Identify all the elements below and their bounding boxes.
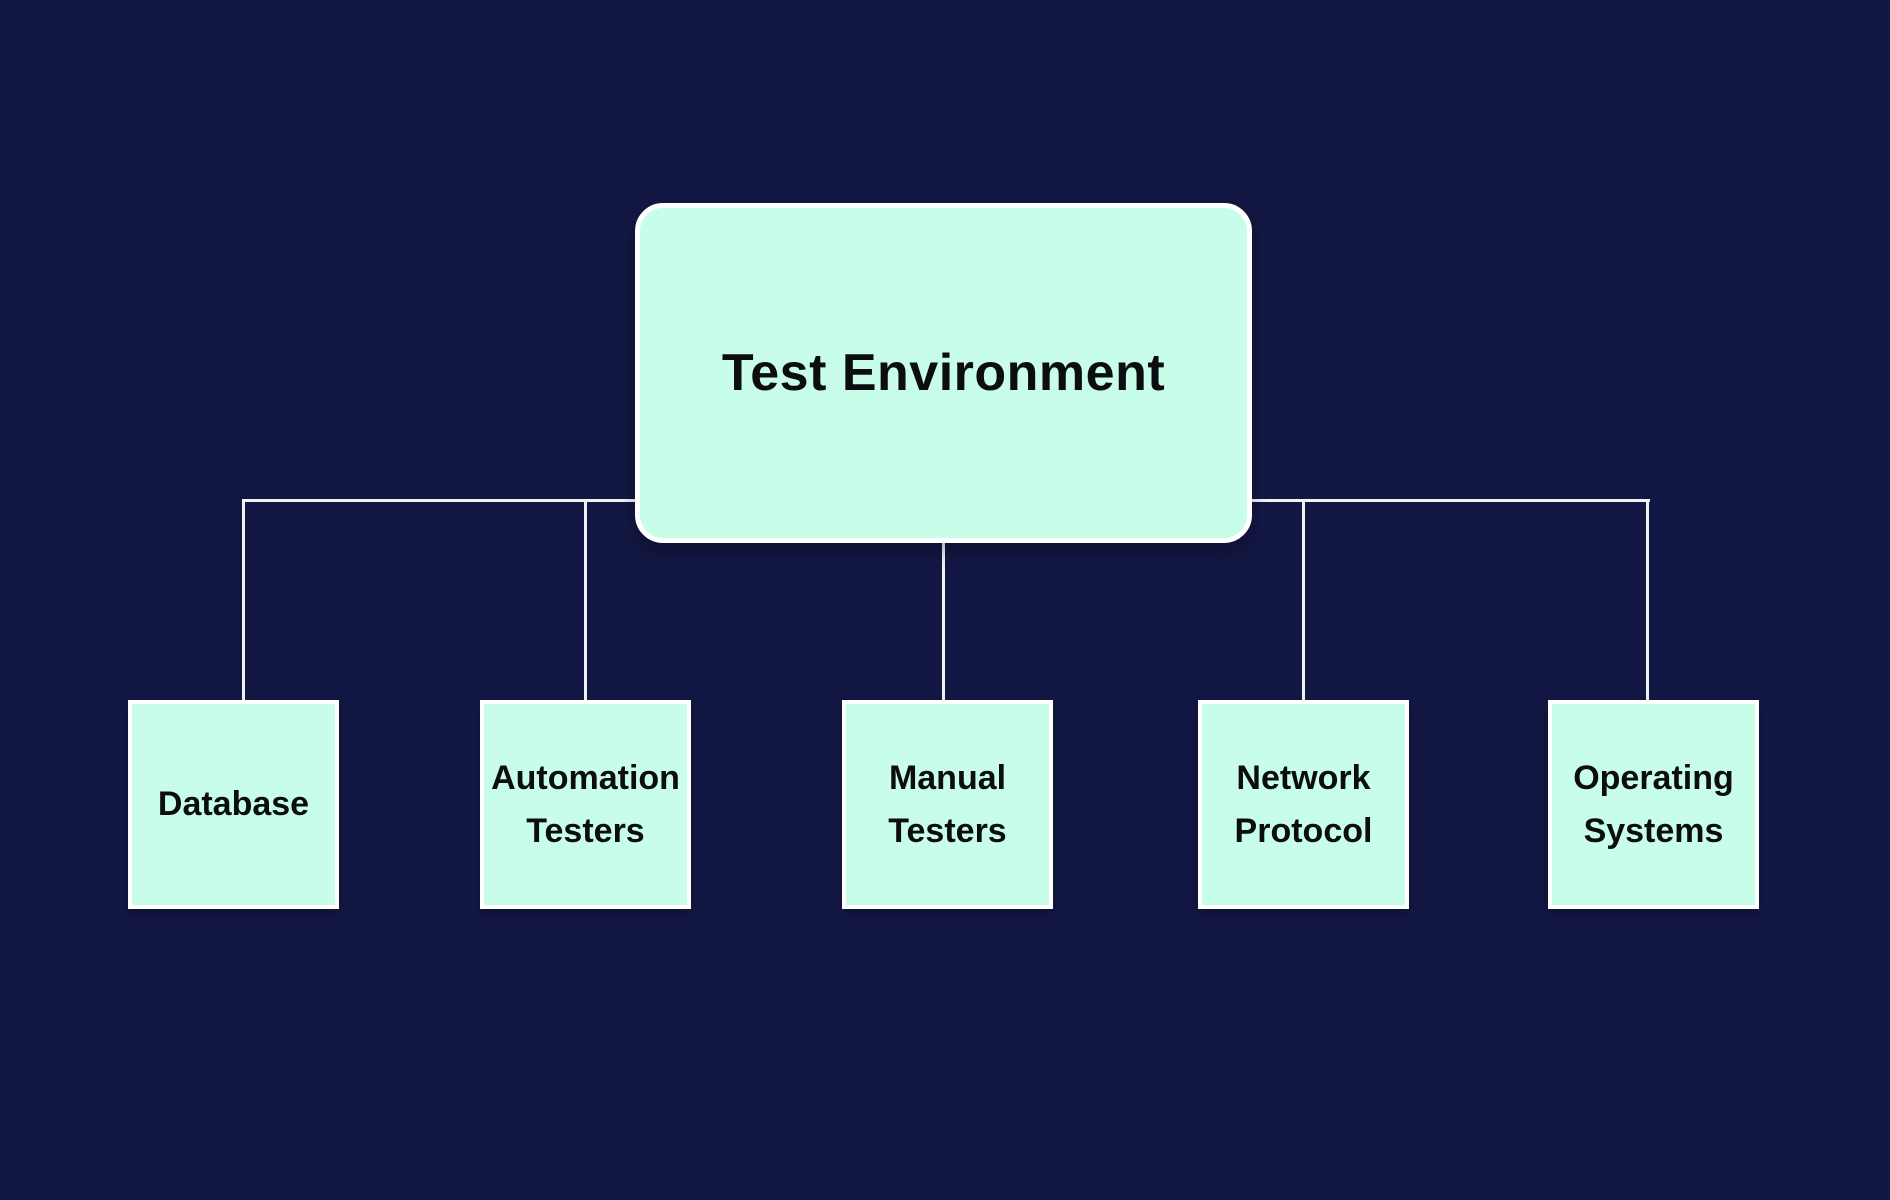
node-network-protocol[interactable]: Network Protocol — [1198, 700, 1409, 909]
node-manual-testers-label: Manual Testers — [888, 758, 1007, 850]
node-test-environment-label: Test Environment — [721, 344, 1166, 402]
connector-vertical-manual-testers — [942, 500, 945, 702]
connector-vertical-database — [242, 500, 245, 702]
node-database[interactable]: Database — [128, 700, 339, 909]
node-operating-systems[interactable]: Operating Systems — [1548, 700, 1759, 909]
node-network-protocol-label: Network Protocol — [1234, 758, 1373, 850]
node-automation-testers-label: Automation Testers — [491, 758, 680, 850]
node-database-label: Database — [157, 785, 310, 824]
node-manual-testers[interactable]: Manual Testers — [842, 700, 1053, 909]
connector-vertical-automation-testers — [584, 500, 587, 702]
node-test-environment[interactable]: Test Environment — [635, 203, 1252, 543]
connector-vertical-operating-systems — [1646, 500, 1649, 702]
connector-vertical-network-protocol — [1302, 500, 1305, 702]
node-operating-systems-label: Operating Systems — [1573, 758, 1734, 850]
node-automation-testers[interactable]: Automation Testers — [480, 700, 691, 909]
